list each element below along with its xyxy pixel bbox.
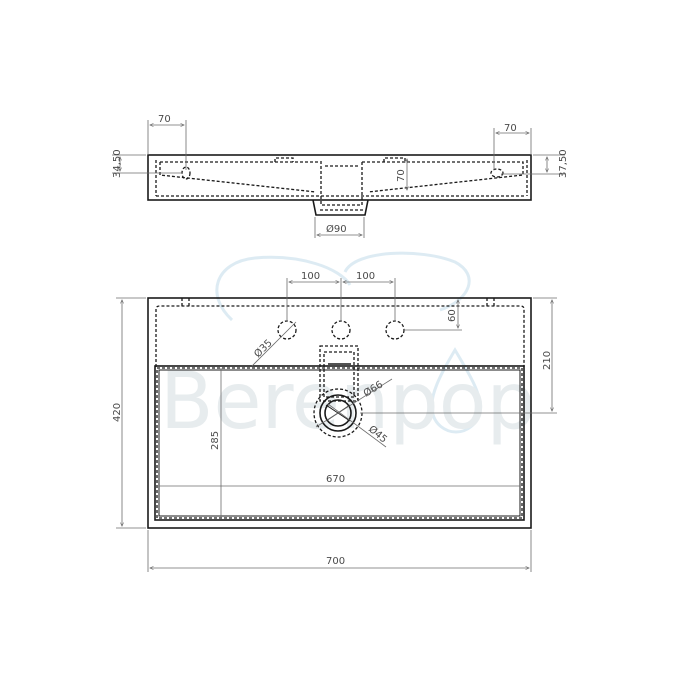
watermark-text: Berenpop bbox=[160, 357, 536, 447]
dim-drain-from-back: 210 bbox=[542, 351, 553, 370]
dim-tap-spacing-right: 100 bbox=[356, 271, 375, 282]
top-view-drain-bump bbox=[312, 199, 369, 216]
dim-drain-diameter-top: Ø90 bbox=[326, 223, 347, 235]
basin-inner bbox=[158, 369, 521, 517]
dim-inner-depth: 70 bbox=[396, 169, 407, 182]
dim-tap-spacing-left: 100 bbox=[301, 271, 320, 282]
dim-left-hole-offset: 70 bbox=[158, 114, 171, 125]
drain-ring-inner bbox=[324, 399, 352, 427]
overflow-channel-inner bbox=[323, 351, 355, 398]
dim-basin-width: 670 bbox=[326, 474, 345, 485]
dim-right-hole-height: 37,50 bbox=[558, 149, 569, 178]
basin-outer bbox=[154, 365, 525, 521]
top-view: 70 70 34,50 37,50 70 Ø90 bbox=[112, 114, 569, 238]
top-view-outline bbox=[147, 154, 532, 201]
dim-tap-from-back: 60 bbox=[447, 309, 458, 322]
top-view-hidden-drain bbox=[320, 161, 364, 211]
watermark-drop-icon bbox=[430, 347, 482, 434]
front-view-hidden-tabs bbox=[181, 298, 495, 306]
dim-total-width: 700 bbox=[326, 556, 345, 567]
tap-hole-left bbox=[277, 320, 297, 340]
top-view-hidden-tabs bbox=[274, 157, 406, 162]
drain-ring-outer bbox=[319, 394, 357, 432]
dim-left-hole-height: 34,50 bbox=[112, 149, 123, 178]
tap-hole-center bbox=[331, 320, 351, 340]
watermark-logo-left-lobe-icon bbox=[215, 255, 352, 322]
front-view-hidden-deck bbox=[155, 305, 525, 367]
overflow-channel-outer bbox=[319, 345, 359, 402]
dim-right-hole-offset: 70 bbox=[504, 123, 517, 134]
top-view-right-hole bbox=[490, 168, 504, 178]
tap-hole-right bbox=[385, 320, 405, 340]
watermark-logo-right-lobe-icon bbox=[343, 251, 471, 312]
basin-inner-hidden bbox=[156, 367, 523, 519]
dim-total-depth: 420 bbox=[112, 403, 123, 422]
dim-basin-depth: 285 bbox=[210, 431, 221, 450]
top-view-hidden-basin bbox=[155, 160, 528, 197]
watermark: Berenpop bbox=[160, 251, 536, 447]
